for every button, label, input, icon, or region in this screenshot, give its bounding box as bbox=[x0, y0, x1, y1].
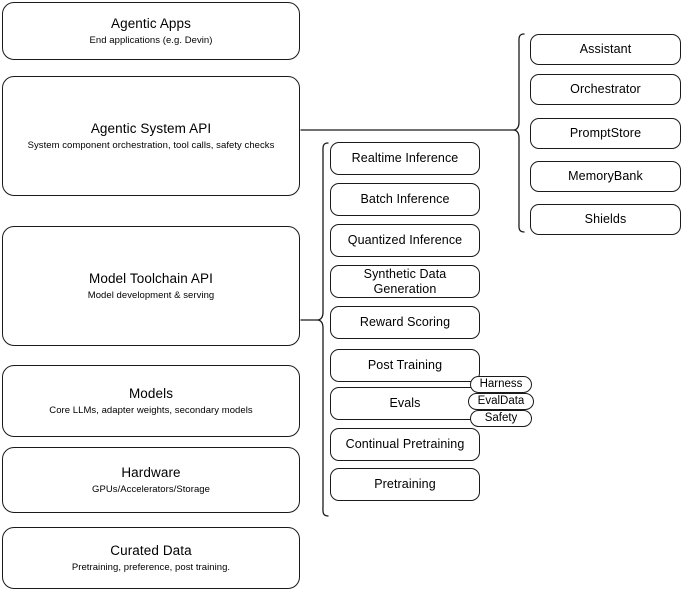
toolchain-item-synthetic-data-generation[interactable]: Synthetic Data Generation bbox=[330, 265, 480, 298]
layer-subtitle: GPUs/Accelerators/Storage bbox=[92, 484, 210, 495]
toolchain-item-batch-inference[interactable]: Batch Inference bbox=[330, 183, 480, 216]
evals-subcomponent-label: Safety bbox=[484, 412, 518, 424]
system-item-label: Assistant bbox=[579, 42, 632, 56]
toolchain-item-reward-scoring[interactable]: Reward Scoring bbox=[330, 306, 480, 339]
toolchain-item-pretraining[interactable]: Pretraining bbox=[330, 468, 480, 501]
toolchain-item-post-training[interactable]: Post Training bbox=[330, 349, 480, 382]
brace-middle-group bbox=[317, 142, 329, 517]
layer-subtitle: Model development & serving bbox=[87, 290, 215, 301]
evals-subcomponent-label: EvalData bbox=[477, 395, 525, 407]
toolchain-item-realtime-inference[interactable]: Realtime Inference bbox=[330, 142, 480, 175]
layer-subtitle: System component orchestration, tool cal… bbox=[27, 140, 275, 151]
evals-subcomponent-harness[interactable]: Harness bbox=[470, 376, 532, 393]
layer-title: Agentic System API bbox=[90, 121, 212, 136]
layer-subtitle: End applications (e.g. Devin) bbox=[89, 35, 213, 46]
system-item-orchestrator[interactable]: Orchestrator bbox=[530, 74, 681, 105]
evals-subcomponent-evaldata[interactable]: EvalData bbox=[468, 393, 534, 410]
layer-box-model-toolchain-api[interactable]: Model Toolchain API Model development & … bbox=[2, 226, 300, 346]
toolchain-item-label: Batch Inference bbox=[360, 192, 450, 206]
system-item-memorybank[interactable]: MemoryBank bbox=[530, 161, 681, 192]
layer-box-agentic-apps[interactable]: Agentic Apps End applications (e.g. Devi… bbox=[2, 2, 300, 60]
toolchain-item-label: Pretraining bbox=[374, 477, 436, 491]
layer-title: Agentic Apps bbox=[110, 16, 191, 31]
toolchain-item-label: Continual Pretraining bbox=[345, 437, 465, 451]
toolchain-item-continual-pretraining[interactable]: Continual Pretraining bbox=[330, 428, 480, 461]
system-item-shields[interactable]: Shields bbox=[530, 204, 681, 235]
layer-box-hardware[interactable]: Hardware GPUs/Accelerators/Storage bbox=[2, 447, 300, 513]
layer-subtitle: Core LLMs, adapter weights, secondary mo… bbox=[49, 405, 253, 416]
system-item-assistant[interactable]: Assistant bbox=[530, 34, 681, 65]
toolchain-item-label: Post Training bbox=[367, 358, 443, 372]
system-item-promptstore[interactable]: PromptStore bbox=[530, 118, 681, 149]
toolchain-item-quantized-inference[interactable]: Quantized Inference bbox=[330, 224, 480, 257]
layer-box-curated-data[interactable]: Curated Data Pretraining, preference, po… bbox=[2, 527, 300, 589]
toolchain-item-label: Reward Scoring bbox=[359, 315, 451, 329]
layer-box-agentic-system-api[interactable]: Agentic System API System component orch… bbox=[2, 76, 300, 196]
layer-title: Curated Data bbox=[110, 543, 192, 558]
toolchain-item-evals[interactable]: Evals bbox=[330, 387, 480, 420]
system-item-label: Orchestrator bbox=[570, 82, 641, 96]
toolchain-item-label: Realtime Inference bbox=[351, 151, 459, 165]
layer-title: Models bbox=[128, 386, 174, 401]
toolchain-item-label: Evals bbox=[389, 396, 421, 410]
toolchain-item-label: Synthetic Data Generation bbox=[363, 266, 447, 296]
layer-subtitle: Pretraining, preference, post training. bbox=[71, 562, 231, 573]
layer-title: Model Toolchain API bbox=[89, 271, 213, 286]
system-item-label: PromptStore bbox=[569, 126, 642, 140]
toolchain-item-label: Quantized Inference bbox=[347, 233, 463, 247]
system-item-label: Shields bbox=[584, 212, 627, 226]
layer-title: Hardware bbox=[121, 465, 181, 480]
evals-subcomponent-safety[interactable]: Safety bbox=[470, 410, 532, 427]
layer-box-models[interactable]: Models Core LLMs, adapter weights, secon… bbox=[2, 365, 300, 437]
evals-subcomponent-label: Harness bbox=[479, 378, 523, 390]
brace-right-group bbox=[513, 33, 525, 233]
system-item-label: MemoryBank bbox=[568, 169, 643, 183]
